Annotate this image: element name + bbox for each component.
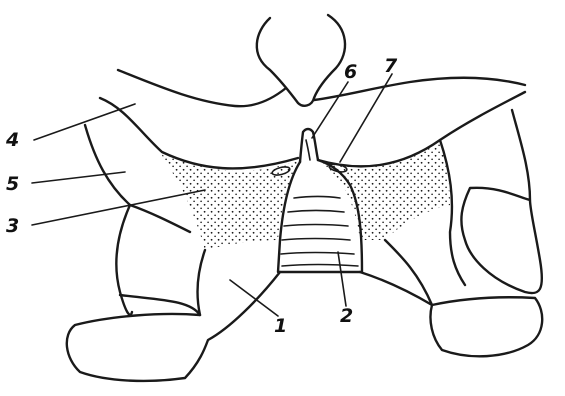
label-5: 5 [6,173,19,195]
striation-3 [284,225,348,227]
label-3: 3 [6,215,19,237]
left-wing-edge [130,205,190,232]
lower-left-lobe [67,250,280,381]
upper-contour [118,70,525,106]
label-4: 4 [5,129,19,151]
right-wing-outline [461,110,541,293]
leader-line-2 [338,252,346,306]
lower-right-lobe [360,272,542,356]
label-7: 7 [384,55,398,77]
striation-6 [282,265,358,267]
leader-line-3 [32,190,205,225]
leader-line-5 [32,172,125,183]
left-wing-outline [85,125,132,315]
striation-1 [294,197,340,199]
lower-right-seam [385,240,432,305]
stippled-region-left [160,152,300,250]
striation-2 [288,211,344,213]
leader-line-4 [34,104,135,140]
label-1: 1 [274,315,287,337]
label-6: 6 [344,61,357,83]
label-2: 2 [340,305,353,327]
neck-stalk-inner [306,140,310,160]
top-lobe-outline [257,15,345,106]
leader-line-1 [230,280,278,316]
striation-4 [282,239,350,241]
leader-line-7 [340,74,392,162]
striation-5 [281,253,354,255]
